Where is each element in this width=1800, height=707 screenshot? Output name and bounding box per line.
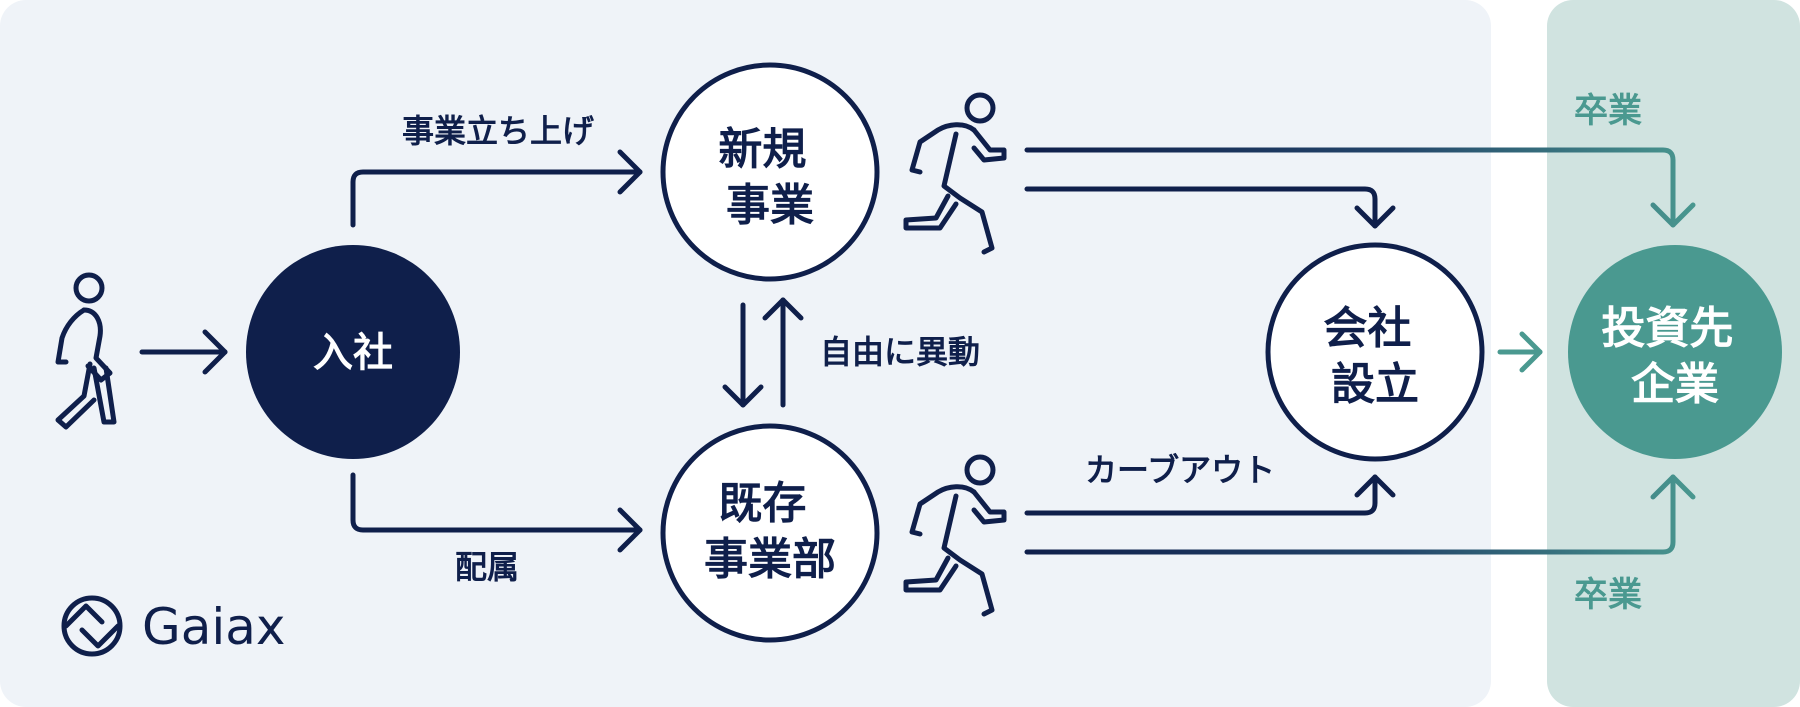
free-transfer-label: 自由に異動 [820, 333, 980, 371]
node-company-founding-line-2: 設立 [1331, 359, 1419, 410]
launch-business-arrow [350, 149, 643, 228]
node-existing-business-label: 既存 事業部 [704, 478, 836, 585]
node-existing-business [660, 423, 880, 643]
node-join [246, 245, 460, 459]
assignment-label: 配属 [455, 548, 519, 586]
graduation-bottom-arrow [1024, 474, 1696, 555]
node-existing-business-line-1: 既存 [718, 478, 806, 529]
node-portfolio-company-line-2: 企業 [1631, 359, 1719, 410]
graduation-bottom-label: 卒業 [1574, 575, 1642, 615]
assignment-arrow [350, 472, 643, 553]
node-new-business-line-1: 新規 [718, 124, 806, 175]
gaiax-logo-icon [61, 595, 123, 657]
launch-business-label: 事業立ち上げ [402, 112, 594, 150]
node-portfolio-company [1568, 245, 1782, 459]
node-portfolio-company-label: 投資先 企業 [1601, 303, 1748, 410]
node-new-business-label: 新規 事業 [718, 124, 821, 231]
node-new-business [660, 62, 880, 282]
investment-arrow [1497, 331, 1543, 373]
node-existing-business-line-2: 事業部 [704, 534, 836, 585]
company-founding-arrow-top [1024, 186, 1396, 229]
gaiax-wordmark: Gaiax [142, 598, 286, 656]
node-join-label: 入社 [313, 330, 393, 376]
node-company-founding [1265, 242, 1485, 462]
node-company-founding-line-1: 会社 [1323, 303, 1411, 354]
entry-arrow [139, 329, 228, 375]
node-portfolio-company-line-1: 投資先 [1601, 303, 1733, 354]
carve-out-label: カーブアウト [1085, 451, 1275, 489]
carve-out-arrow [1024, 474, 1396, 516]
graduation-top-label: 卒業 [1574, 91, 1642, 131]
node-new-business-line-2: 事業 [726, 180, 814, 231]
free-transfer-arrows [722, 297, 804, 408]
node-company-founding-label: 会社 設立 [1323, 303, 1426, 410]
graduation-top-arrow [1024, 147, 1696, 228]
